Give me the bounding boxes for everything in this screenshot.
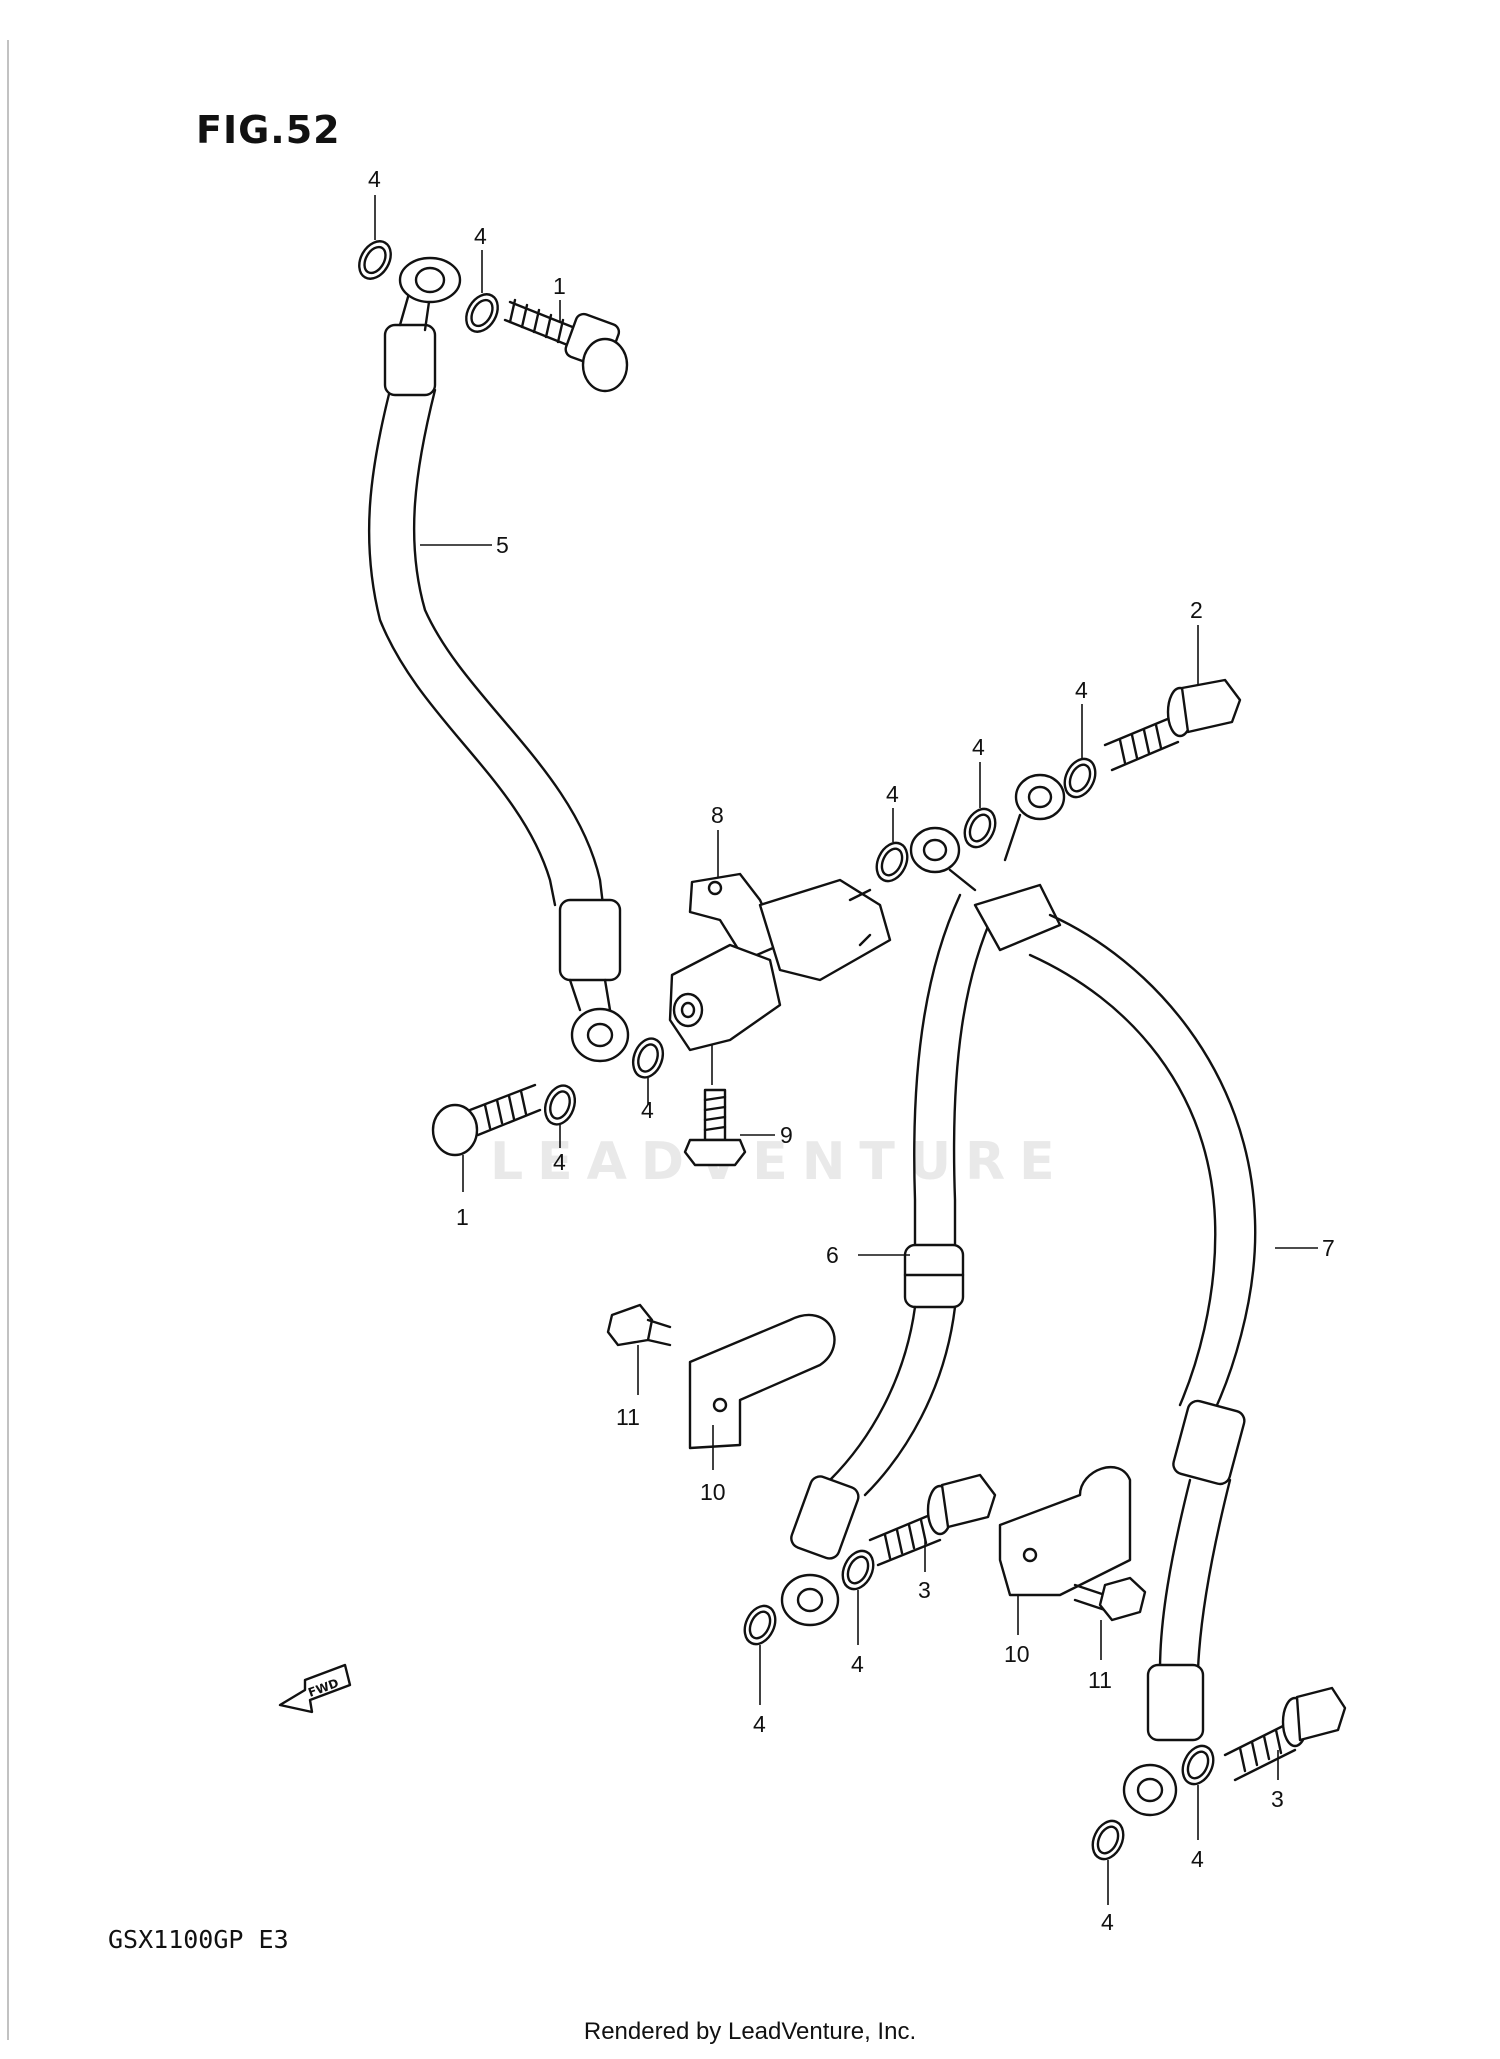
union-bolt-3-left <box>868 1473 997 1567</box>
union-bolt-1-upper <box>503 298 629 393</box>
callout-4: 4 <box>886 781 899 807</box>
callout-numbers: 4 4 1 5 8 4 4 4 2 4 4 1 9 6 7 11 10 3 4 … <box>368 166 1335 1935</box>
callout-4: 4 <box>972 734 985 760</box>
union-bolt-1-lower <box>431 1083 542 1157</box>
brake-hose-joint-8 <box>668 872 892 1052</box>
callout-11: 11 <box>1088 1667 1112 1693</box>
callout-1: 1 <box>553 273 566 299</box>
watermark: LEADVENTURE <box>490 1132 1069 1192</box>
callout-4: 4 <box>753 1711 766 1737</box>
callout-4: 4 <box>474 223 487 249</box>
callout-9: 9 <box>780 1122 793 1148</box>
brake-hose-7 <box>973 883 1257 1817</box>
callout-5: 5 <box>496 532 509 558</box>
figure-title: FIG.52 <box>196 108 341 152</box>
callout-4: 4 <box>553 1149 566 1175</box>
callout-4: 4 <box>1191 1846 1204 1872</box>
callout-10: 10 <box>1004 1641 1030 1667</box>
hose-clamp-10-left <box>688 1313 836 1450</box>
callout-2: 2 <box>1190 597 1203 623</box>
callout-4: 4 <box>641 1097 654 1123</box>
callout-4: 4 <box>851 1651 864 1677</box>
footer-credit: Rendered by LeadVenture, Inc. <box>583 2018 917 2045</box>
callout-7: 7 <box>1322 1235 1335 1261</box>
callout-3: 3 <box>918 1577 931 1603</box>
bolt-11-right <box>1073 1576 1147 1622</box>
callout-3: 3 <box>1271 1786 1284 1812</box>
callout-8: 8 <box>711 802 724 828</box>
union-bolt-3-right <box>1223 1686 1347 1782</box>
brake-hose-6 <box>780 893 997 1627</box>
callout-1: 1 <box>456 1204 469 1230</box>
callout-4: 4 <box>1075 677 1088 703</box>
bolt-11-left <box>606 1303 672 1347</box>
leader-lines <box>374 195 1318 1905</box>
fwd-direction-arrow: FWD <box>278 1663 352 1714</box>
washers-4 <box>358 240 1215 1861</box>
callout-10: 10 <box>700 1479 726 1505</box>
callout-11: 11 <box>616 1404 640 1430</box>
banjo-fittings-upper-right <box>909 773 1066 892</box>
union-bolt-2 <box>1103 678 1242 772</box>
callout-4: 4 <box>368 166 381 192</box>
hose-clamp-10-right <box>998 1466 1132 1597</box>
bolt-9 <box>683 1045 747 1167</box>
callout-4: 4 <box>1101 1909 1114 1935</box>
brake-hose-5 <box>367 256 630 1063</box>
model-code: GSX1100GP E3 <box>108 1925 289 1954</box>
callout-6: 6 <box>826 1242 839 1268</box>
